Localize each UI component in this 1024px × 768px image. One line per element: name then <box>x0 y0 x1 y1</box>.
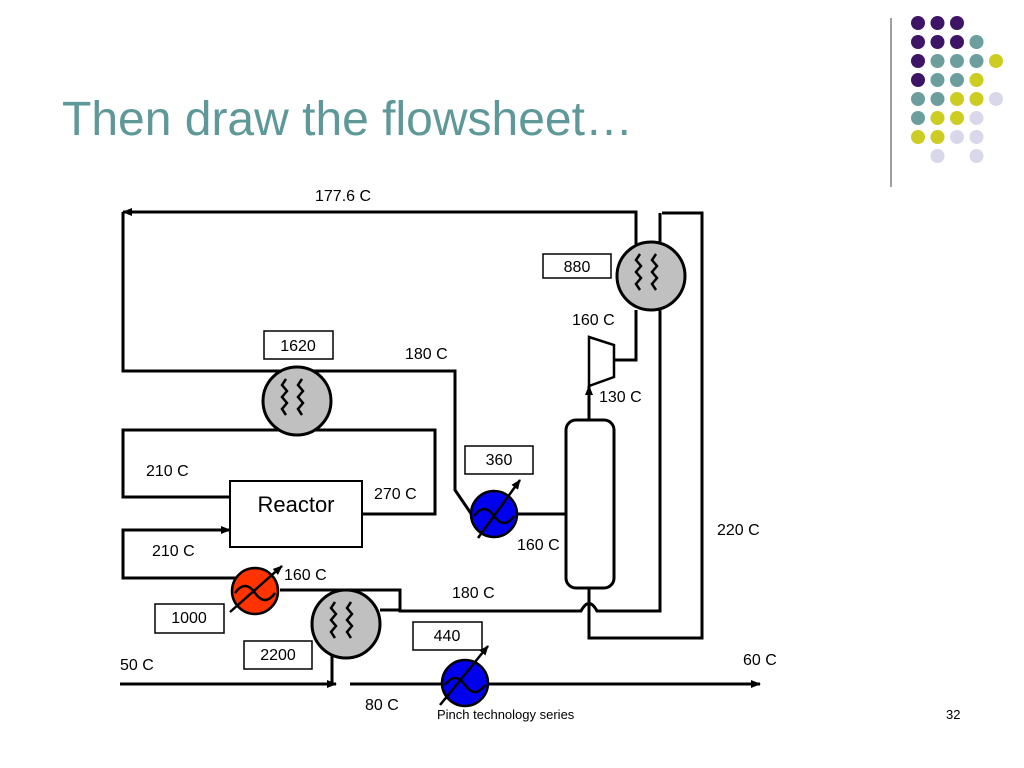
decorative-dot <box>911 130 925 144</box>
duty-box-360 <box>464 445 534 475</box>
exchanger-880 <box>615 240 687 312</box>
temp-177: 177.6 C <box>315 188 371 205</box>
cooler-440 <box>439 645 490 708</box>
temp-160-heater: 160 C <box>284 567 327 584</box>
stream-reactor-out <box>300 428 437 516</box>
decorative-dot <box>969 149 984 163</box>
slide-title: Then draw the flowsheet… <box>62 93 633 146</box>
reactor-box <box>229 480 363 548</box>
temp-270: 270 C <box>374 486 417 503</box>
decorative-dot <box>969 73 984 87</box>
decorative-dot <box>969 35 984 49</box>
duty-1620: 1620 <box>280 338 316 355</box>
decorative-dot <box>989 54 1003 68</box>
decorative-dot <box>930 111 945 125</box>
stream-220-riser <box>587 211 704 640</box>
duty-box-440 <box>412 621 483 651</box>
stream-left-loop <box>121 212 474 516</box>
decorative-dot <box>930 130 945 144</box>
temp-50: 50 C <box>120 657 154 674</box>
decorative-dot <box>911 73 925 87</box>
decorative-dot <box>969 92 984 106</box>
temp-130: 130 C <box>599 389 642 406</box>
decorative-dot <box>911 16 925 30</box>
decorative-dot <box>911 35 925 49</box>
decorative-dot <box>950 35 964 49</box>
decorative-dot <box>989 92 1003 106</box>
duty-440: 440 <box>434 628 461 645</box>
temp-210-upper: 210 C <box>146 463 189 480</box>
temp-220: 220 C <box>717 522 760 539</box>
decorative-dot <box>930 73 945 87</box>
decorative-dot <box>950 130 964 144</box>
decorative-dot <box>911 111 925 125</box>
exchanger-1620 <box>261 365 333 437</box>
decorative-dot <box>950 16 964 30</box>
temp-160-top: 160 C <box>572 312 615 329</box>
distillation-column <box>564 418 616 590</box>
duty-box-1620 <box>263 330 334 360</box>
decorative-dot <box>950 73 964 87</box>
decorative-dot <box>930 149 945 163</box>
reactor-label: Reactor <box>257 492 334 517</box>
decorative-dot <box>930 92 945 106</box>
decorative-dot <box>969 130 984 144</box>
duty-1000: 1000 <box>171 610 207 627</box>
temp-180-mid: 180 C <box>405 346 448 363</box>
temp-60: 60 C <box>743 652 777 669</box>
stream-compressor-out <box>614 310 638 362</box>
decorative-dot <box>969 111 984 125</box>
compressor <box>587 335 616 388</box>
stream-lines <box>120 208 761 688</box>
temp-180-low: 180 C <box>452 585 495 602</box>
duty-880: 880 <box>564 259 591 276</box>
cooler-360 <box>469 479 522 539</box>
duty-360: 360 <box>486 452 513 469</box>
stream-top-return <box>122 208 638 293</box>
page-number: 32 <box>946 707 961 722</box>
decorative-dot <box>950 111 964 125</box>
duty-box-1000 <box>154 603 225 634</box>
temp-80: 80 C <box>365 697 399 714</box>
temp-160-col: 160 C <box>517 537 560 554</box>
stream-reactor-upper <box>121 428 300 499</box>
decorative-dot <box>969 54 984 68</box>
decorative-dot <box>911 54 925 68</box>
stream-reactor-in <box>121 526 245 580</box>
decorative-dot <box>930 54 945 68</box>
decorative-dot <box>911 92 925 106</box>
temp-210-lower: 210 C <box>152 543 195 560</box>
exchanger-2200 <box>310 588 382 660</box>
heater-1000 <box>229 565 283 616</box>
decorative-dot <box>930 16 945 30</box>
decorative-dot <box>950 92 964 106</box>
decorative-dot <box>950 54 964 68</box>
duty-2200: 2200 <box>260 647 296 664</box>
slide-footer: Pinch technology series <box>437 707 575 722</box>
duty-box-880 <box>542 253 612 279</box>
decorative-dot-grid <box>911 16 1003 163</box>
decorative-dot <box>930 35 945 49</box>
duty-box-2200 <box>243 640 313 670</box>
